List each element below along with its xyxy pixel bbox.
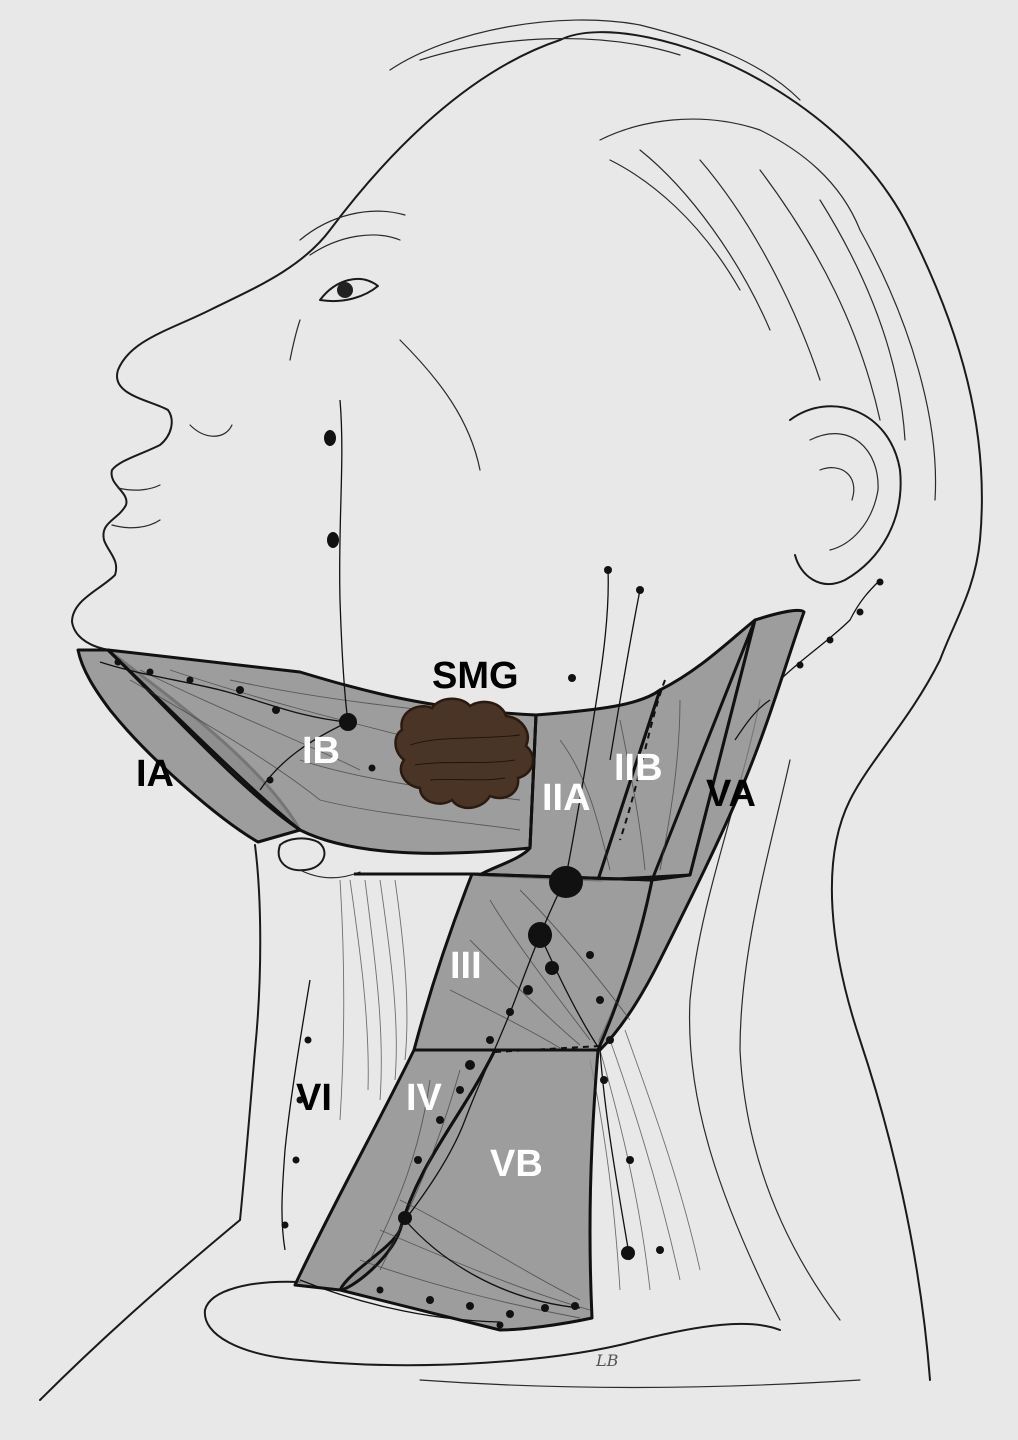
label-level-va: VA — [706, 773, 756, 815]
level-labels: SMG IA IB IIA IIB VA III IV VB VI — [136, 655, 756, 1185]
submandibular-gland-texture — [409, 734, 521, 781]
lymph-nodes — [114, 430, 884, 1329]
head-outline — [39, 19, 983, 1401]
label-smg: SMG — [432, 655, 519, 697]
label-level-ia: IA — [136, 753, 174, 795]
label-level-iia: IIA — [542, 777, 591, 819]
label-level-vb: VB — [490, 1143, 543, 1185]
region-fibers — [129, 669, 681, 1319]
artist-signature: LB — [595, 1351, 619, 1370]
label-level-vi: VI — [296, 1077, 332, 1119]
label-level-iii: III — [450, 945, 482, 987]
submandibular-gland — [394, 697, 535, 809]
label-level-iv: IV — [406, 1077, 443, 1119]
label-level-iib: IIB — [614, 747, 663, 789]
label-level-ib: IB — [302, 730, 340, 772]
